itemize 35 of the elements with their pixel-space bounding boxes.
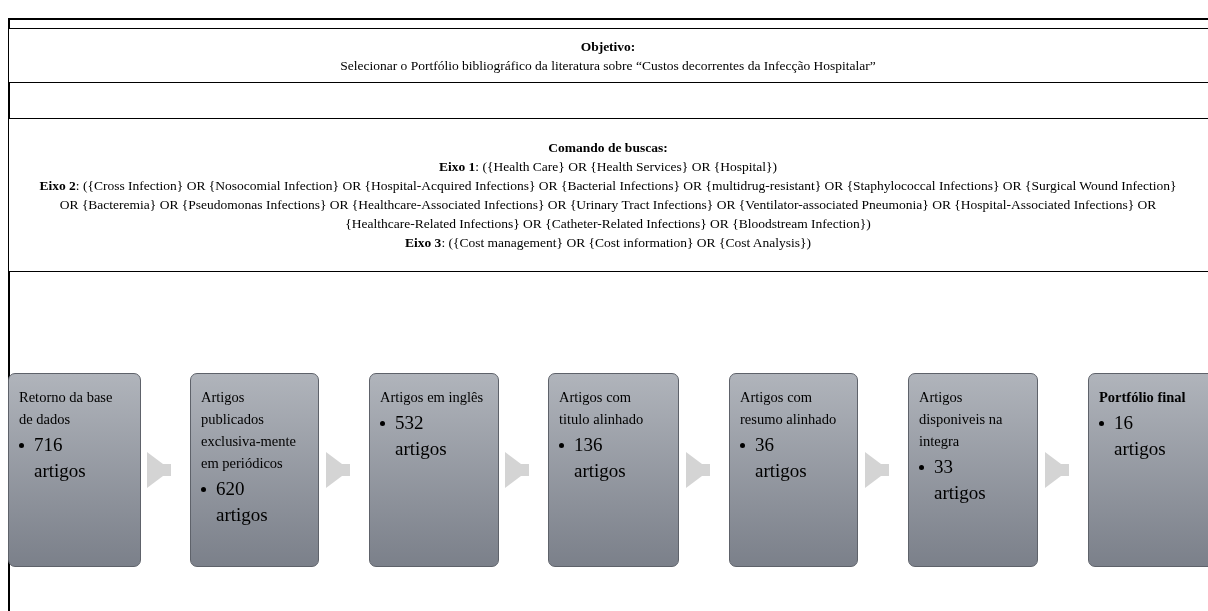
step-title: Artigos publicados exclusiva-mente em periódicos — [201, 388, 297, 473]
step-title: Artigos com titulo alinhado — [559, 388, 645, 429]
search-axis-text: Eixo 2: ({Cross Infection} OR {Nosocomial Infection} OR {Hospital-Acquired Infections} OR {Bacterial Infections} OR {multidrug-resistant} OR {Staphylococcal Infections} OR {Surgical Wound Infection} OR {Bacteremia} OR {Pseudomonas Infections} OR {Healthcare-Associated Infections} OR {Urinary Tract Infections} OR {Ventilator-associated Pneumonia} OR {Hospital-Associated Infections} OR {Healthcare-Related Infections} OR {Catheter-Related Infections} OR {Bloodstream Infection}) — [38, 177, 1178, 233]
step-box — [908, 373, 1038, 567]
step-title: Retorno da base de dados — [19, 388, 114, 429]
search-axis-text: Eixo 3: ({Cost management} OR {Cost information} OR {Cost Analysis}) — [405, 234, 811, 252]
chevron-arrow — [1045, 452, 1069, 488]
search-axis-text: Eixo 1: ({Health Care} OR {Health Services} OR {Hospital}) — [438, 158, 778, 176]
step-count: 620 artigos — [216, 477, 269, 527]
chevron-arrow — [326, 452, 350, 488]
step-box — [190, 373, 319, 567]
chevron-arrow — [505, 452, 529, 488]
step-count: 136 artigos — [574, 433, 627, 483]
chevron-arrow — [147, 452, 171, 488]
step-count: 36 artigos — [755, 433, 808, 483]
step-box — [1088, 373, 1208, 567]
step-count: 532 artigos — [395, 411, 448, 461]
step-box — [729, 373, 858, 567]
box-heading: Comando de buscas: — [548, 139, 668, 157]
step-title: Portfólio final — [1099, 388, 1187, 407]
chevron-arrow — [865, 452, 889, 488]
step-title: Artigos com resumo alinhado — [740, 388, 838, 429]
step-count: 16 artigos — [1114, 411, 1167, 461]
objective-box — [8, 28, 1208, 83]
box-heading: Objetivo: — [580, 37, 636, 56]
step-count: 716 artigos — [34, 433, 87, 483]
step-box — [8, 373, 141, 567]
step-count: 33 artigos — [934, 455, 987, 505]
step-title: Artigos disponiveis na integra — [919, 388, 1004, 451]
step-box — [369, 373, 499, 567]
step-title: Artigos em inglês — [380, 388, 484, 407]
search-command-box — [8, 118, 1208, 272]
box-text: Selecionar o Portfólio bibliográfico da literatura sobre “Custos decorrentes da Infecção Hospitalar” — [340, 56, 876, 75]
chevron-arrow — [686, 452, 710, 488]
step-box — [548, 373, 679, 567]
